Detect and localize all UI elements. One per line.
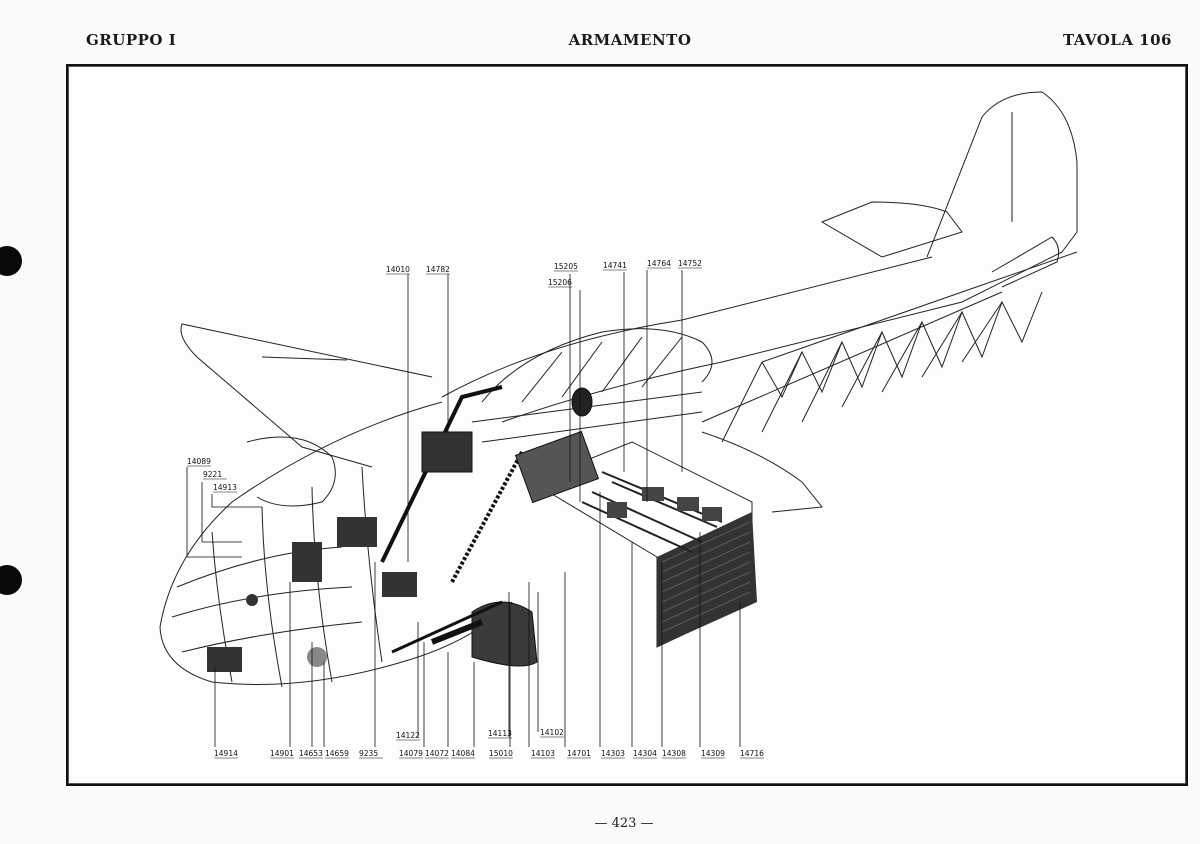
wing-right xyxy=(701,431,823,513)
page-number: — 423 — xyxy=(594,816,654,831)
ammunition-feed xyxy=(380,385,600,583)
callout-14741: 14741 xyxy=(603,261,627,270)
fuselage-top xyxy=(441,256,933,398)
callout-14102: 14102 xyxy=(540,728,564,737)
callout-9235: 9235 xyxy=(359,749,378,758)
callout-14914: 14914 xyxy=(214,749,238,758)
callout-14122: 14122 xyxy=(396,731,420,740)
binder-hole-top xyxy=(0,246,22,276)
callout-14752: 14752 xyxy=(678,259,702,268)
plate-number: TAVOLA 106 xyxy=(1062,31,1172,49)
callout-14653: 14653 xyxy=(299,749,323,758)
stabilizer xyxy=(820,201,963,258)
callout-14309: 14309 xyxy=(701,749,725,758)
callout-14089: 14089 xyxy=(187,457,211,466)
callout-14113: 14113 xyxy=(488,729,512,738)
airframe-outline xyxy=(159,91,1078,688)
binder-hole-bottom xyxy=(0,565,22,595)
leader-lines xyxy=(186,270,741,747)
callout-14782: 14782 xyxy=(426,265,450,274)
section-heading: ARMAMENTO xyxy=(568,31,692,49)
callout-14716: 14716 xyxy=(740,749,764,758)
callout-14010: 14010 xyxy=(386,265,410,274)
callout-9221: 9221 xyxy=(203,470,222,479)
wing-left xyxy=(180,323,433,468)
callout-14659: 14659 xyxy=(325,749,349,758)
tail-fin xyxy=(926,91,1078,258)
aircraft-cutaway-diagram: 14010 14782 15205 15206 14741 14764 14752 14089… xyxy=(159,91,1078,759)
callout-labels: 14010 14782 15205 15206 14741 14764 14752 14089… xyxy=(187,259,764,759)
callout-15010: 15010 xyxy=(489,749,513,758)
callout-14901: 14901 xyxy=(270,749,294,758)
callout-14079: 14079 xyxy=(399,749,423,758)
callout-14303: 14303 xyxy=(601,749,625,758)
nose-frame xyxy=(159,401,513,685)
cockpit-frame xyxy=(481,328,713,403)
bomb-bay-assembly xyxy=(530,441,757,648)
ventral-gun-position xyxy=(391,600,538,667)
callout-14304: 14304 xyxy=(633,749,657,758)
callout-14072: 14072 xyxy=(425,749,449,758)
diagram-plate: 14010 14782 15205 15206 14741 14764 14752 14089… xyxy=(66,64,1188,786)
callout-14764: 14764 xyxy=(647,259,671,268)
callout-14308: 14308 xyxy=(662,749,686,758)
callout-14084: 14084 xyxy=(451,749,475,758)
callout-15205: 15205 xyxy=(554,262,578,271)
nose-equipment xyxy=(207,517,417,672)
callout-14103: 14103 xyxy=(531,749,555,758)
callout-14913: 14913 xyxy=(213,483,237,492)
engine-nacelle xyxy=(246,436,336,507)
callout-14701: 14701 xyxy=(567,749,591,758)
callout-15206: 15206 xyxy=(548,278,572,287)
group-heading: GRUPPO I xyxy=(86,31,177,49)
